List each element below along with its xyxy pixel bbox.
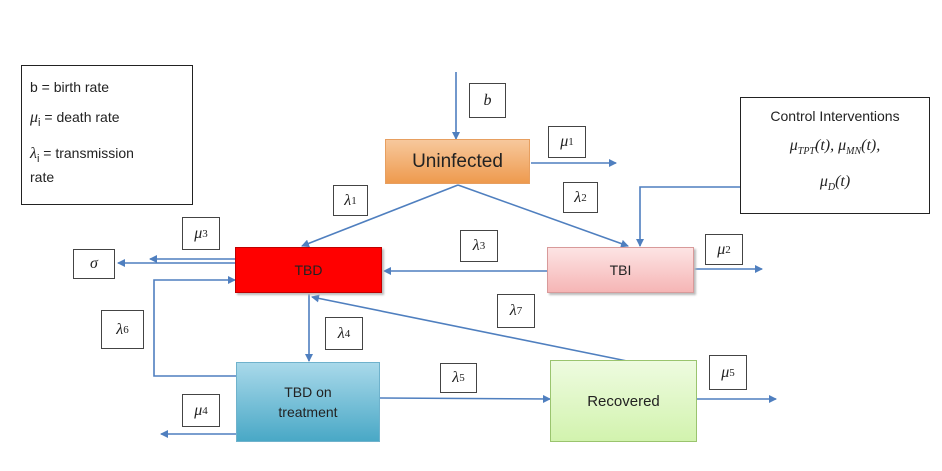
legend-box: b = birth rate μi = death rate λi = tran…: [21, 65, 193, 205]
arrow-lambda1: [301, 184, 459, 248]
control-formula-1: μTPT(t), μMN(t),: [789, 137, 881, 158]
control-formula-2: μD(t): [819, 173, 851, 194]
arrow-control: [636, 186, 740, 247]
control-title: Control Interventions: [770, 108, 900, 124]
compartment-uninfected: Uninfected: [385, 139, 530, 184]
legend-birth: b = birth rate: [30, 79, 109, 95]
arrow-lambda6: [153, 276, 237, 377]
label-sigma: σ: [73, 249, 115, 279]
arrow-lambda7: [311, 294, 628, 362]
control-interventions-box: Control Interventions μTPT(t), μMN(t), μ…: [740, 97, 930, 214]
legend-death: μi = death rate: [30, 109, 120, 129]
compartment-recovered: Recovered: [550, 360, 697, 442]
arrow-lambda2: [457, 184, 629, 248]
compartment-tbi: TBI: [547, 247, 694, 293]
label-b: b: [469, 83, 506, 118]
arrow-lambda5: [379, 394, 551, 403]
compartment-tbd: TBD: [235, 247, 382, 293]
